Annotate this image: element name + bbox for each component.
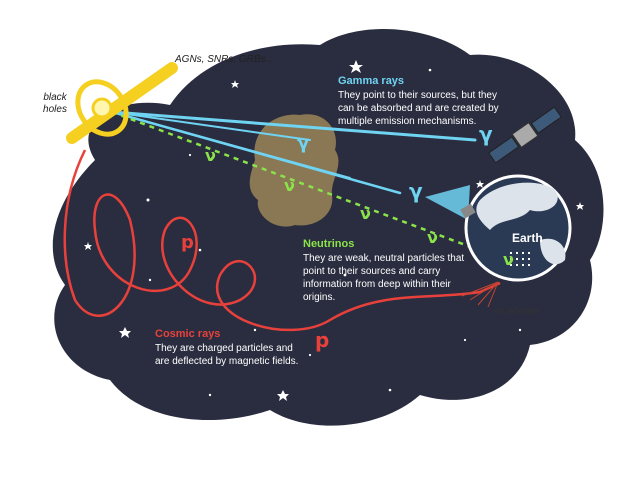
star xyxy=(476,180,484,188)
black-hole-icon xyxy=(66,62,178,144)
star xyxy=(518,328,522,332)
proton-symbol: p xyxy=(315,328,330,352)
neutrino-symbol: ν xyxy=(284,176,295,195)
star xyxy=(349,60,363,73)
gamma-ray-beam xyxy=(110,110,477,142)
gamma-rays-description: They point to their sources, but they ca… xyxy=(338,90,499,127)
neutrino-symbol: ν xyxy=(427,228,438,247)
gamma-rays-title: Gamma rays xyxy=(338,75,405,87)
star xyxy=(343,273,347,277)
ground-telescope-icon xyxy=(460,203,476,219)
cosmic-rays-description: They are charged particles and are defle… xyxy=(155,343,299,367)
star xyxy=(576,202,584,210)
gamma-symbol: γ xyxy=(479,122,493,146)
star xyxy=(148,278,152,282)
proton-symbol: p xyxy=(181,232,194,253)
gamma-ray-beam xyxy=(111,111,351,179)
earth-land xyxy=(476,182,558,230)
neutrinos-description: They are weak, neutral particles that po… xyxy=(303,253,465,303)
star xyxy=(188,153,192,157)
neutrinos-title: Neutrinos xyxy=(303,238,355,250)
black-holes-label: black holes xyxy=(43,92,67,115)
star xyxy=(308,353,312,357)
star xyxy=(84,242,92,250)
star xyxy=(463,338,467,342)
star xyxy=(253,328,257,332)
earth-label: Earth xyxy=(512,231,543,245)
gamma-symbol: γ xyxy=(409,179,423,203)
star xyxy=(119,327,131,338)
star xyxy=(277,390,289,401)
neutrino-symbol: ν xyxy=(360,204,371,223)
star xyxy=(388,388,392,392)
gamma-ray-beams xyxy=(110,110,477,195)
gamma-ray-beam xyxy=(111,111,311,141)
space-background xyxy=(52,28,604,426)
source-label: AGNs, SNRs, GRBs... xyxy=(175,54,274,65)
cosmic-ray-path xyxy=(63,149,501,332)
air-shower xyxy=(461,281,499,308)
star xyxy=(428,68,432,72)
dust-cloud xyxy=(249,114,339,227)
star xyxy=(208,393,212,397)
cherenkov-cone xyxy=(425,185,470,220)
gamma-symbol: γ xyxy=(297,133,310,154)
star xyxy=(231,80,239,88)
air-shower-label: air shower xyxy=(494,306,541,317)
star xyxy=(198,248,202,252)
satellite-icon xyxy=(488,106,562,164)
neutrino-symbol: ν xyxy=(503,250,514,269)
earth-land xyxy=(540,238,566,265)
star xyxy=(146,198,150,202)
neutrino-symbol: ν xyxy=(205,146,216,165)
detector-grid xyxy=(510,252,530,266)
stars xyxy=(84,60,584,401)
cosmic-rays-title: Cosmic rays xyxy=(155,328,221,340)
